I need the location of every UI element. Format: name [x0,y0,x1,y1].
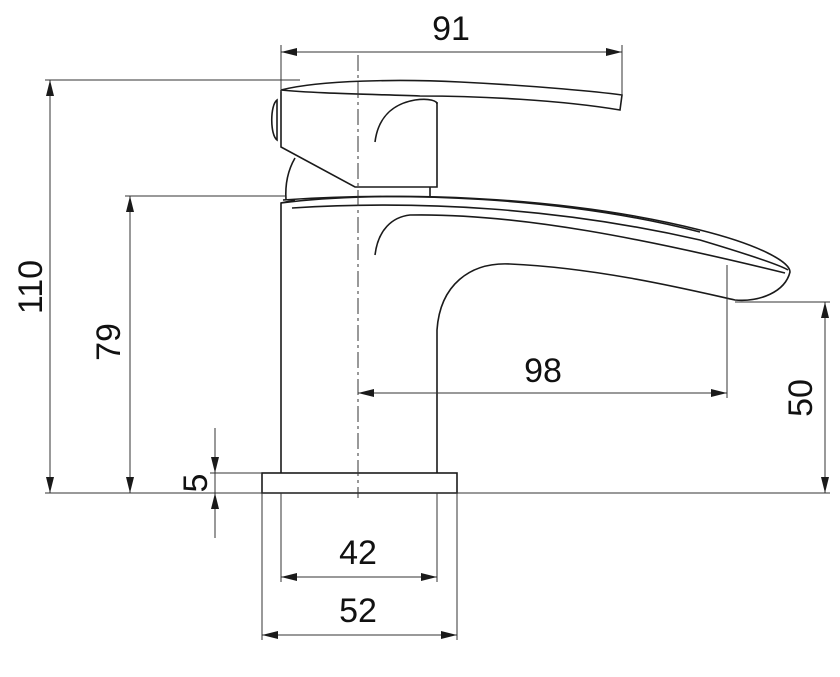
dimension-lines [49,51,826,636]
dim-spout-top-height: 79 [90,323,128,361]
lever-handle [280,79,623,111]
dim-total-height: 110 [12,260,50,314]
indicator-button [270,98,278,142]
extension-lines [45,45,830,640]
lever-body [280,90,438,188]
dimension-arrows [46,48,829,639]
dim-lever-reach: 91 [432,10,470,48]
lever-curve [374,98,438,143]
dim-spout-outlet-height: 50 [782,379,820,417]
lever-collar [285,157,296,201]
spout-top-edge [282,195,789,271]
dim-base-thickness: 5 [177,474,215,493]
dim-spout-projection: 98 [524,352,562,390]
dim-base-width: 52 [339,592,377,630]
dim-body-width: 42 [339,534,377,572]
spout-highlight [374,214,786,274]
tap-outline [261,79,791,494]
base-plate [261,472,458,494]
tap-body [280,199,296,473]
spout [280,195,791,473]
